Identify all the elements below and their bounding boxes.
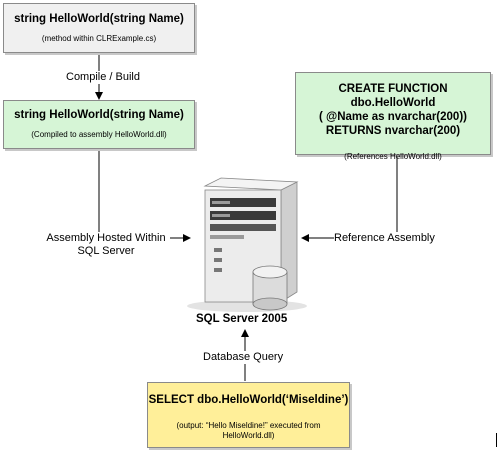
compiled-method-box: string HelloWorld(string Name) (Compiled… xyxy=(3,100,195,149)
assembly-hosted-label-line2: SQL Server xyxy=(77,245,135,257)
assembly-hosted-label: Assembly Hosted Within SQL Server xyxy=(42,232,170,258)
select-query-box: SELECT dbo.HelloWorld(‘Miseldine’) (outp… xyxy=(147,382,350,448)
source-method-note: (method within CLRExample.cs) xyxy=(41,34,157,43)
text-cursor xyxy=(496,433,497,447)
assembly-hosted-label-line1: Assembly Hosted Within xyxy=(46,232,166,244)
select-query-note-line1: (output: “Hello Miseldine!” executed fro… xyxy=(176,421,321,430)
create-function-line3: RETURNS nvarchar(200) xyxy=(325,125,461,137)
create-function-note: (References HelloWorld.dll) xyxy=(344,152,442,161)
server-title: SQL Server 2005 xyxy=(196,313,288,325)
compile-build-label: Compile / Build xyxy=(66,71,140,84)
source-method-title: string HelloWorld(string Name) xyxy=(14,13,184,25)
source-method-box: string HelloWorld(string Name) (method w… xyxy=(3,3,195,53)
server-icon xyxy=(187,177,307,312)
create-function-line2: ( @Name as nvarchar(200)) xyxy=(318,111,467,123)
database-query-label: Database Query xyxy=(203,351,284,364)
create-function-line1: CREATE FUNCTION dbo.HelloWorld xyxy=(338,83,448,109)
hosted-arrow xyxy=(98,150,191,242)
compiled-method-note: (Compiled to assembly HelloWorld.dll) xyxy=(31,130,167,139)
compiled-method-title: string HelloWorld(string Name) xyxy=(14,109,184,121)
select-query-title: SELECT dbo.HelloWorld(‘Miseldine’) xyxy=(148,394,349,406)
reference-arrow xyxy=(301,156,398,242)
reference-assembly-label: Reference Assembly xyxy=(334,232,435,245)
create-function-box: CREATE FUNCTION dbo.HelloWorld ( @Name a… xyxy=(295,72,491,161)
select-query-note-line2: HelloWorld.dll) xyxy=(222,431,275,440)
select-query-note: (output: “Hello Miseldine!” executed fro… xyxy=(148,421,349,441)
